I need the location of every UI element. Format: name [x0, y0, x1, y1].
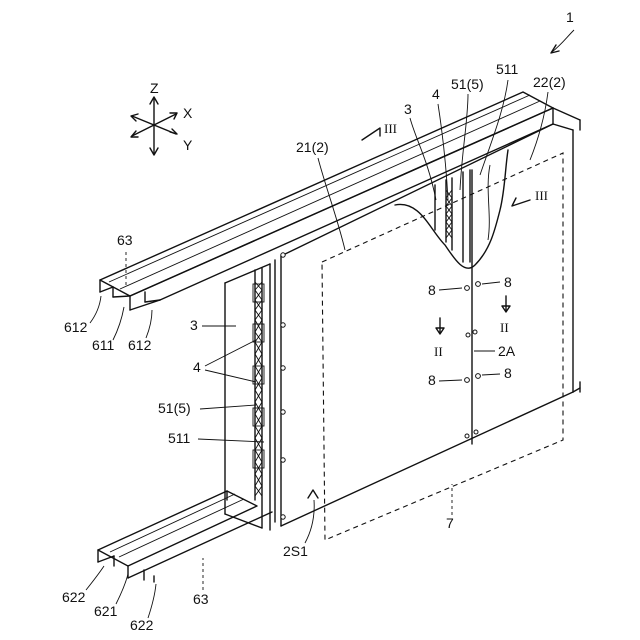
section-mark-ii-left: II: [434, 344, 443, 359]
left-stud-assembly: [225, 264, 270, 530]
face-panel: [275, 124, 580, 526]
ref-4-top: 4: [432, 86, 440, 102]
section-mark-iii-top: III: [384, 121, 397, 136]
section-arrow-iii-right: [512, 198, 530, 206]
ref-4-left: 4: [193, 359, 201, 375]
lower-rail: [98, 491, 272, 582]
ref-51-left: 51(5): [158, 400, 191, 416]
section-arrow-ii-right: [502, 296, 510, 312]
ref-621: 621: [94, 603, 118, 619]
ref-622-left: 622: [62, 589, 86, 605]
ref-3-top: 3: [404, 101, 412, 117]
section-arrow-iii-top: [362, 128, 380, 140]
ref-511-top: 511: [496, 61, 519, 77]
ref-63-bottom: 63: [193, 591, 209, 607]
ref-21: 21(2): [296, 139, 329, 155]
ref-612-left: 612: [64, 319, 88, 335]
ref-22: 22(2): [533, 74, 566, 90]
ref-622-right: 622: [130, 617, 154, 633]
ref-2s1: 2S1: [283, 543, 308, 559]
axis-symbol: [131, 97, 177, 155]
figure-number: 1: [566, 9, 574, 25]
section-mark-iii-right: III: [535, 188, 548, 203]
ref-8-d: 8: [504, 365, 512, 381]
ref-8-a: 8: [428, 282, 436, 298]
cutaway-window: [395, 150, 508, 268]
axis-label-y: Y: [183, 137, 193, 153]
axis-label-z: Z: [150, 80, 159, 96]
ref-611: 611: [92, 337, 115, 353]
section-mark-ii-right: II: [500, 320, 509, 335]
ref-8-b: 8: [504, 274, 512, 290]
ref-511-left: 511: [168, 430, 191, 446]
axis-label-x: X: [183, 105, 193, 121]
ref-8-c: 8: [428, 372, 436, 388]
ref-3-left: 3: [190, 317, 198, 333]
ref-51-top: 51(5): [451, 76, 484, 92]
ref-7: 7: [446, 515, 454, 531]
ref-63-top: 63: [117, 232, 133, 248]
ref-2a: 2A: [498, 343, 516, 359]
ref-612-right: 612: [128, 337, 152, 353]
section-arrow-ii-left: [436, 318, 444, 334]
